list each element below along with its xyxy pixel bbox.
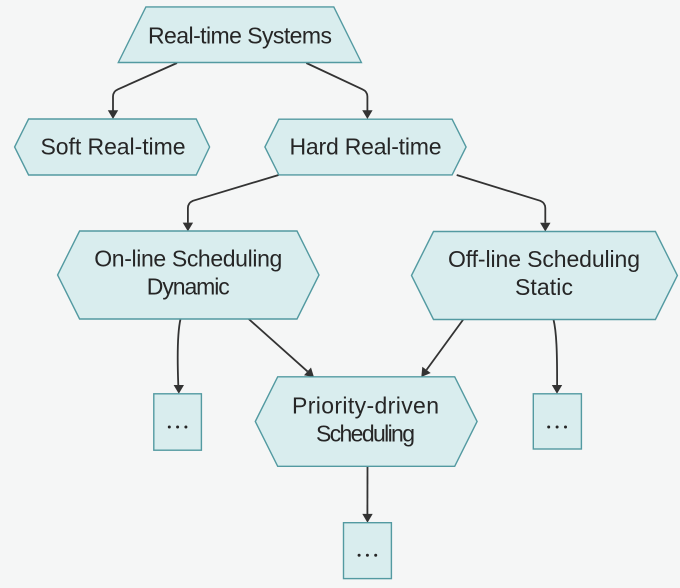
svg-text:Priority-driven: Priority-driven (292, 392, 439, 418)
svg-text:On-line Scheduling: On-line Scheduling (94, 246, 282, 272)
svg-text:Scheduling: Scheduling (316, 420, 415, 446)
svg-text:Real-time Systems: Real-time Systems (148, 23, 332, 49)
svg-text:Soft Real-time: Soft Real-time (41, 134, 186, 160)
svg-text:Hard Real-time: Hard Real-time (290, 134, 442, 160)
svg-text:Dynamic: Dynamic (147, 274, 230, 300)
svg-text:Off-line Scheduling: Off-line Scheduling (448, 246, 640, 272)
svg-text:Static: Static (515, 274, 573, 300)
